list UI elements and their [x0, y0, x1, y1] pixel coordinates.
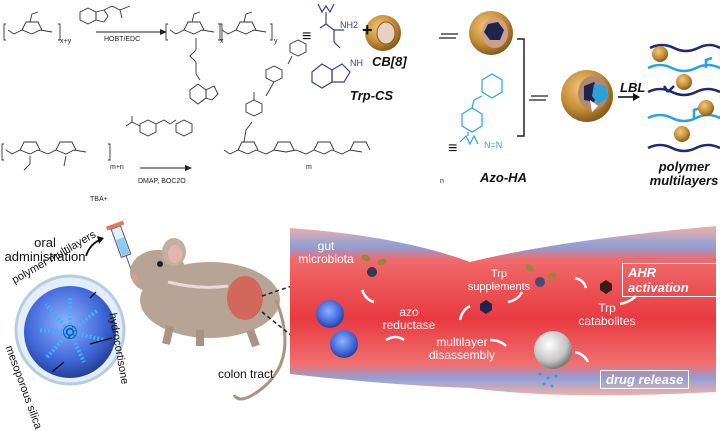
repeat-n: n — [440, 178, 444, 185]
tryptophan-structure — [79, 5, 131, 25]
released-drug-dots — [538, 372, 558, 388]
oral-line2: administration — [4, 249, 86, 264]
equivalence-symbol-2: ≡ — [448, 140, 458, 157]
reaction-arrow-2 — [140, 165, 192, 171]
particles-in-lumen — [316, 300, 358, 358]
microbiota-line2: microbiota — [298, 252, 354, 266]
equilibrium-arrow-2 — [529, 95, 548, 101]
catabolites-line2: catabolites — [578, 314, 636, 328]
trp-catabolites-label: Trp catabolites — [572, 302, 642, 328]
trp-cs-nh: NH — [350, 58, 363, 68]
hyaluronic-acid-structure — [1, 141, 111, 171]
azobenzene-carboxylic-acid — [125, 116, 193, 137]
multilayer-cb8-units — [652, 46, 714, 142]
azo-ha-cyan-structure — [459, 73, 503, 146]
reductase-line1: azo — [399, 305, 419, 319]
trp-supplements-label: Trp supplements — [464, 268, 534, 294]
cb8-trp-complex — [469, 11, 513, 55]
trp-cs-blue-structure — [311, 3, 351, 89]
multilayers-line1: polymer — [658, 159, 710, 174]
repeat-m: m — [306, 164, 312, 171]
cb8-label: CB[8] — [372, 54, 407, 69]
repeat-y: y — [274, 38, 278, 45]
trp-hexagon — [480, 300, 492, 314]
ahr-activation-box: AHR activation — [622, 263, 720, 297]
process-arrows — [360, 276, 637, 363]
multilayer-disassembly-label: multilayer disassembly — [420, 336, 504, 362]
equivalence-symbol-1: ≡ — [302, 28, 312, 45]
trp-chitosan-structure — [165, 11, 273, 105]
repeat-x: x — [220, 38, 224, 45]
azo-ha-nn: N=N — [484, 140, 503, 150]
reagent-hobt-edc: HOBT/EDC — [104, 36, 141, 43]
microbiota-line1: gut — [317, 239, 335, 253]
microbiota-cluster-1 — [361, 254, 387, 277]
oral-admin-arrow — [85, 236, 104, 257]
reagent-dmap-boc2o: DMAP, BOC2O — [138, 178, 186, 185]
oral-administration-label: oral administration — [0, 236, 90, 264]
multilayers-line2: multilayers — [649, 173, 719, 188]
lbl-arrow — [618, 93, 640, 101]
supplements-line2: supplements — [467, 281, 531, 293]
azo-ha-structure — [223, 39, 371, 155]
disassembled-particle — [534, 331, 572, 369]
drug-release-box: drug release — [600, 370, 690, 389]
disassembly-line1: multilayer — [436, 335, 488, 349]
scheme-graphics — [1, 3, 720, 401]
reaction-arrow-1 — [96, 29, 167, 35]
colon-tract-label: colon tract — [218, 367, 274, 381]
azo-reductase-label: azo reductase — [374, 306, 444, 332]
trp-cs-label: Trp-CS — [350, 88, 394, 103]
azo-ha-label: Azo-HA — [480, 170, 527, 185]
equilibrium-arrow-1 — [439, 33, 458, 39]
oral-line1: oral — [34, 235, 56, 250]
plus-sign: + — [362, 20, 373, 40]
catabolites-line1: Trp — [598, 301, 616, 315]
mesoporous-silica-particle — [14, 274, 126, 386]
reductase-line2: reductase — [382, 318, 436, 332]
lbl-label: LBL — [620, 80, 646, 95]
disassembly-line2: disassembly — [428, 348, 496, 362]
mouse-illustration — [130, 238, 287, 401]
gut-microbiota-label: gut microbiota — [296, 240, 356, 266]
ternary-complex — [561, 70, 613, 122]
microbiota-cluster-2 — [525, 264, 557, 287]
repeat-m-plus-n: m+n — [110, 164, 124, 171]
repeat-x-plus-y: x+y — [60, 38, 72, 45]
particle-pointer-arrows — [51, 291, 113, 373]
chitosan-structure — [3, 11, 61, 41]
intestine-cross-section — [290, 226, 716, 396]
bracket — [517, 38, 525, 137]
polymer-multilayers-label: polymer multilayers — [648, 160, 720, 188]
cb8-macrocycle — [365, 15, 401, 51]
supplements-line1: Trp — [490, 268, 508, 280]
trp-cs-nh2: NH2 — [340, 20, 359, 30]
tba-counterion: TBA+ — [90, 196, 108, 203]
trp-catabolite-hexagon — [600, 280, 612, 294]
